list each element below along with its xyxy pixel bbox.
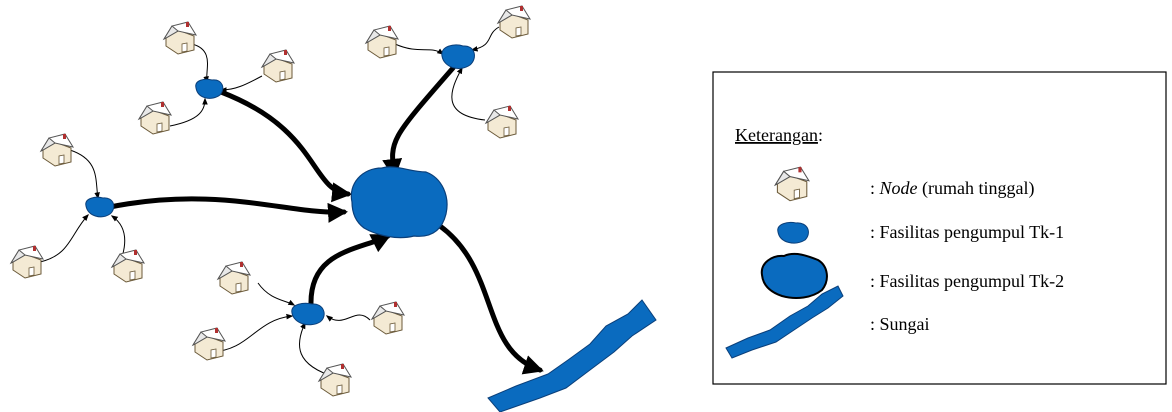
house-icon (163, 21, 197, 55)
flow-arrow (219, 75, 263, 93)
small-blob-icon (441, 44, 475, 69)
flow-arrow (308, 233, 392, 307)
house-icon (217, 261, 251, 295)
house-icon (371, 301, 405, 335)
house-icon (40, 133, 74, 167)
flow-arrow (257, 282, 296, 306)
legend-item-node: : Node (rumah tinggal) (870, 178, 1034, 199)
svg-text:Keterangan:: Keterangan: (735, 125, 823, 145)
level1-facilities (85, 44, 475, 326)
house-icon (497, 5, 531, 39)
large-blob-icon (760, 252, 828, 299)
legend-item-level1: : Fasilitas pengumpul Tk-1 (870, 222, 1064, 242)
river (487, 299, 657, 412)
flow-arrow (39, 213, 89, 263)
flow-arrow (325, 314, 371, 322)
flow-arrow (218, 89, 352, 203)
house-icon (318, 363, 352, 397)
small-blob-icon (85, 196, 115, 218)
small-blob-icon (777, 221, 809, 244)
flow-arrow (470, 26, 500, 52)
flow-arrow (437, 223, 544, 375)
flow-arrow (394, 43, 445, 55)
house-icon (261, 49, 295, 83)
house-icon (111, 249, 145, 283)
legend-title: Keterangan (735, 125, 818, 145)
legend-item-level2: : Fasilitas pengumpul Tk-2 (870, 271, 1064, 291)
house-icon (365, 25, 399, 59)
house-icon (138, 101, 172, 135)
flow-arrow (382, 65, 456, 179)
house-icon (10, 245, 44, 279)
legend: Keterangan: : Node (rumah tinggal) : Fas… (712, 71, 1167, 385)
river-icon (725, 285, 844, 359)
flow-arrow (211, 313, 294, 353)
house-icon (192, 327, 226, 361)
flow-arrow (169, 97, 208, 127)
flow-arrow (107, 196, 348, 223)
main-flows (107, 65, 544, 375)
house-icon (485, 105, 519, 139)
flow-arrow (451, 66, 486, 121)
flow-arrow (69, 149, 100, 200)
small-blob-icon (195, 78, 224, 99)
small-blob-icon (291, 302, 325, 326)
large-blob-icon (350, 166, 448, 239)
legend-item-river: : Sungai (870, 314, 930, 334)
